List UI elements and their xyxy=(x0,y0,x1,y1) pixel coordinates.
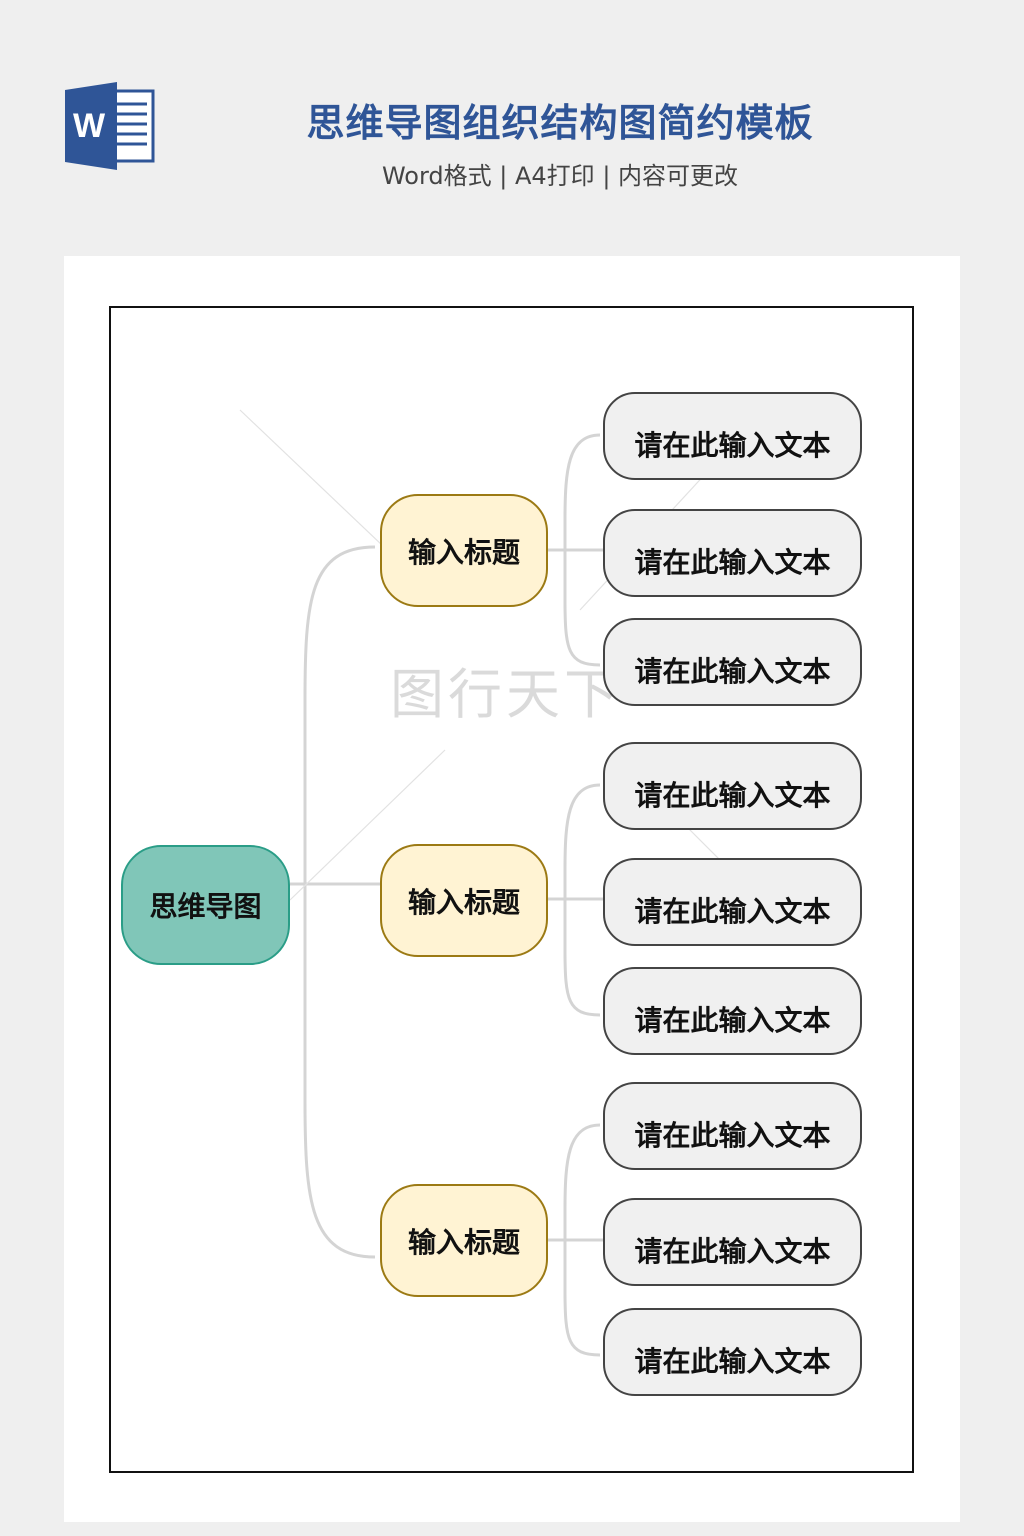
leaf-node[interactable]: 请在此输入文本 xyxy=(603,742,862,830)
leaf-node[interactable]: 请在此输入文本 xyxy=(603,392,862,480)
document-frame xyxy=(109,306,914,1473)
branch-node[interactable]: 输入标题 xyxy=(380,844,548,957)
branch-node[interactable]: 输入标题 xyxy=(380,1184,548,1297)
word-logo-icon: W xyxy=(65,82,155,170)
svg-text:W: W xyxy=(73,107,106,145)
leaf-node[interactable]: 请在此输入文本 xyxy=(603,1082,862,1170)
page-title: 思维导图组织结构图简约模板 xyxy=(306,101,814,145)
root-node[interactable]: 思维导图 xyxy=(121,845,290,965)
page-subtitle: Word格式 | A4打印 | 内容可更改 xyxy=(381,162,739,190)
leaf-node[interactable]: 请在此输入文本 xyxy=(603,509,862,597)
branch-node[interactable]: 输入标题 xyxy=(380,494,548,607)
leaf-node[interactable]: 请在此输入文本 xyxy=(603,858,862,946)
leaf-node[interactable]: 请在此输入文本 xyxy=(603,967,862,1055)
watermark: 图行天下 xyxy=(390,663,622,726)
leaf-node[interactable]: 请在此输入文本 xyxy=(603,618,862,706)
leaf-node[interactable]: 请在此输入文本 xyxy=(603,1198,862,1286)
leaf-node[interactable]: 请在此输入文本 xyxy=(603,1308,862,1396)
